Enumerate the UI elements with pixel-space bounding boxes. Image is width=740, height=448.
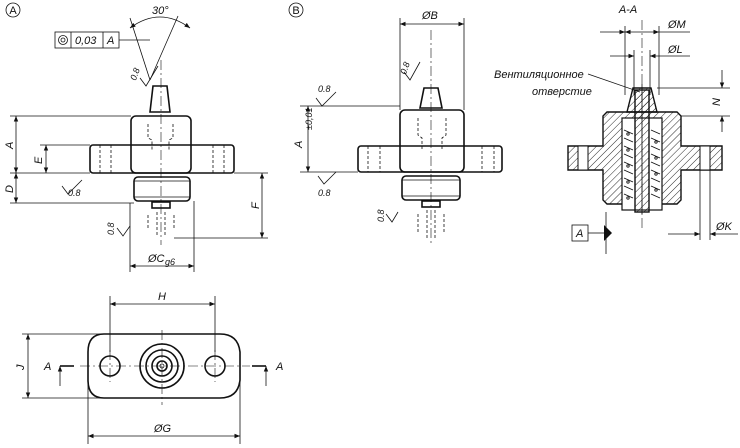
top-outline	[87, 333, 241, 399]
view-a: A 30° 0,03 A 0.8	[4, 2, 268, 272]
section-mark-left: A	[43, 361, 51, 373]
concentricity-icon	[58, 35, 68, 45]
dim-b: ØB	[421, 10, 438, 22]
dim-h: H	[158, 291, 166, 303]
view-b: B ØB 0.8 0.8 A ±	[288, 2, 503, 245]
tolerance-frame: 0,03 A	[54, 31, 150, 49]
dim-a: A	[4, 142, 16, 150]
angle-arc	[129, 16, 191, 29]
section-a-a: A-A ØM ØL Вентиляционное отверстие	[494, 4, 738, 254]
dim-a-tol: A	[293, 141, 305, 149]
svg-text:0.8: 0.8	[106, 222, 116, 235]
svg-text:0.8: 0.8	[318, 188, 331, 198]
dim-g: ØG	[153, 423, 172, 435]
svg-text:0.8: 0.8	[68, 188, 81, 198]
dim-j: J	[15, 364, 27, 371]
svg-text:0.8: 0.8	[376, 209, 386, 222]
view-b-marker-circle	[288, 2, 304, 18]
svg-text:0.8: 0.8	[128, 67, 142, 82]
view-a-marker: A	[9, 5, 17, 17]
dim-a-tol-sup: ±0,01	[304, 108, 314, 130]
vent-label-line2: отверстие	[532, 86, 592, 98]
section-title: A-A	[618, 4, 637, 16]
tolerance-value: 0,03	[75, 35, 97, 47]
dim-c-tol: g6	[165, 257, 175, 267]
dim-d: D	[4, 185, 16, 193]
svg-text:0.8: 0.8	[398, 61, 412, 76]
view-b-marker: B	[292, 5, 299, 17]
dim-c: ØC	[147, 253, 165, 265]
vent-label-line1: Вентиляционное	[494, 69, 584, 81]
svg-text:0.8: 0.8	[318, 84, 331, 94]
spring	[623, 129, 661, 200]
dim-n: N	[711, 98, 723, 106]
datum-letter: A	[575, 228, 583, 240]
flange	[89, 144, 235, 174]
angle-line-right	[149, 15, 179, 81]
angle-line-left	[129, 17, 151, 81]
dim-l: ØL	[667, 44, 683, 56]
dim-m: ØM	[667, 19, 687, 31]
pin-tip	[149, 85, 171, 113]
dim-f: F	[250, 201, 262, 209]
top-view: H A A J ØG	[15, 291, 283, 444]
dim-k: ØK	[715, 221, 733, 233]
dim-e: E	[33, 156, 45, 164]
lower-cylinder	[133, 176, 191, 202]
vent-leader	[587, 73, 641, 93]
roughness-tip-a: 0.8	[128, 65, 159, 87]
tolerance-datum: A	[106, 35, 114, 47]
angle-label: 30°	[152, 5, 169, 17]
datum-triangle	[604, 225, 612, 241]
view-a-marker-circle	[5, 2, 21, 18]
section-mark-right: A	[275, 361, 283, 373]
